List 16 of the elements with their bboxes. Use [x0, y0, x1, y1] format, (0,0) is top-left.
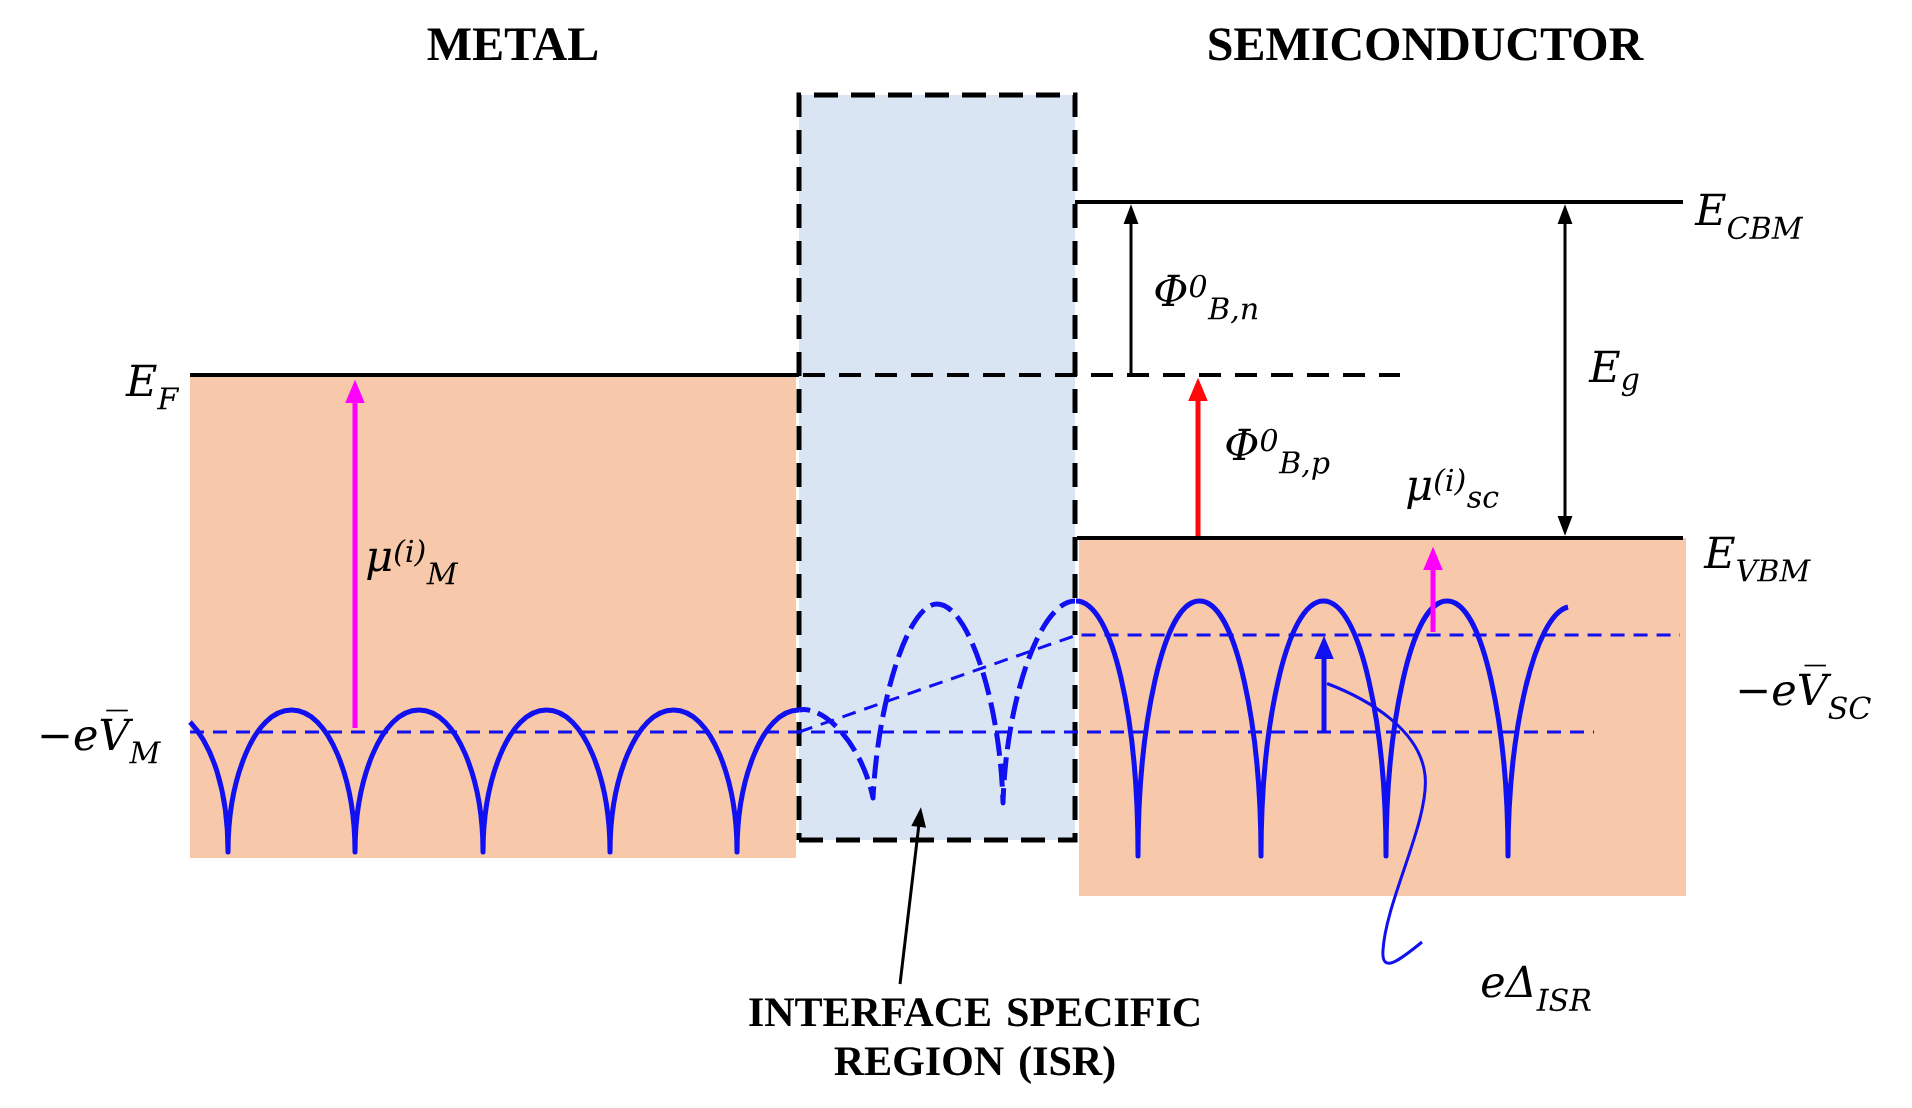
level-label: E$_{VBM}$ — [1703, 536, 1811, 582]
level-label: −eV̅$_{M}$ — [41, 709, 161, 764]
symbol-label: μ$^{(i)}$$_{sc}$ — [1407, 468, 1499, 509]
dashed-box — [796, 92, 1078, 843]
symbol-label: μ$^{(i)}$M — [367, 539, 459, 585]
symbol-label: Φ$^{0}$B,p — [1226, 428, 1330, 480]
symbol-label: eΔ$_{ISR}$ — [1482, 965, 1591, 1012]
level-label: −eV̅$_{SC}$ — [1739, 664, 1871, 720]
level-label: E$_{CBM}$ — [1694, 193, 1804, 240]
callout-label: INTERFACE SPECIFIC REGION (ISR) — [749, 998, 1199, 1084]
leader-line — [1326, 682, 1427, 965]
symbol-label: Φ$^{0}$B,n — [1155, 274, 1258, 324]
section-title: SEMICONDUCTOR — [1209, 28, 1644, 61]
level-label: E$_{F}$ — [125, 364, 180, 410]
symbol-label: E$_{g}$ — [1588, 350, 1639, 397]
section-title: METAL — [427, 28, 598, 60]
